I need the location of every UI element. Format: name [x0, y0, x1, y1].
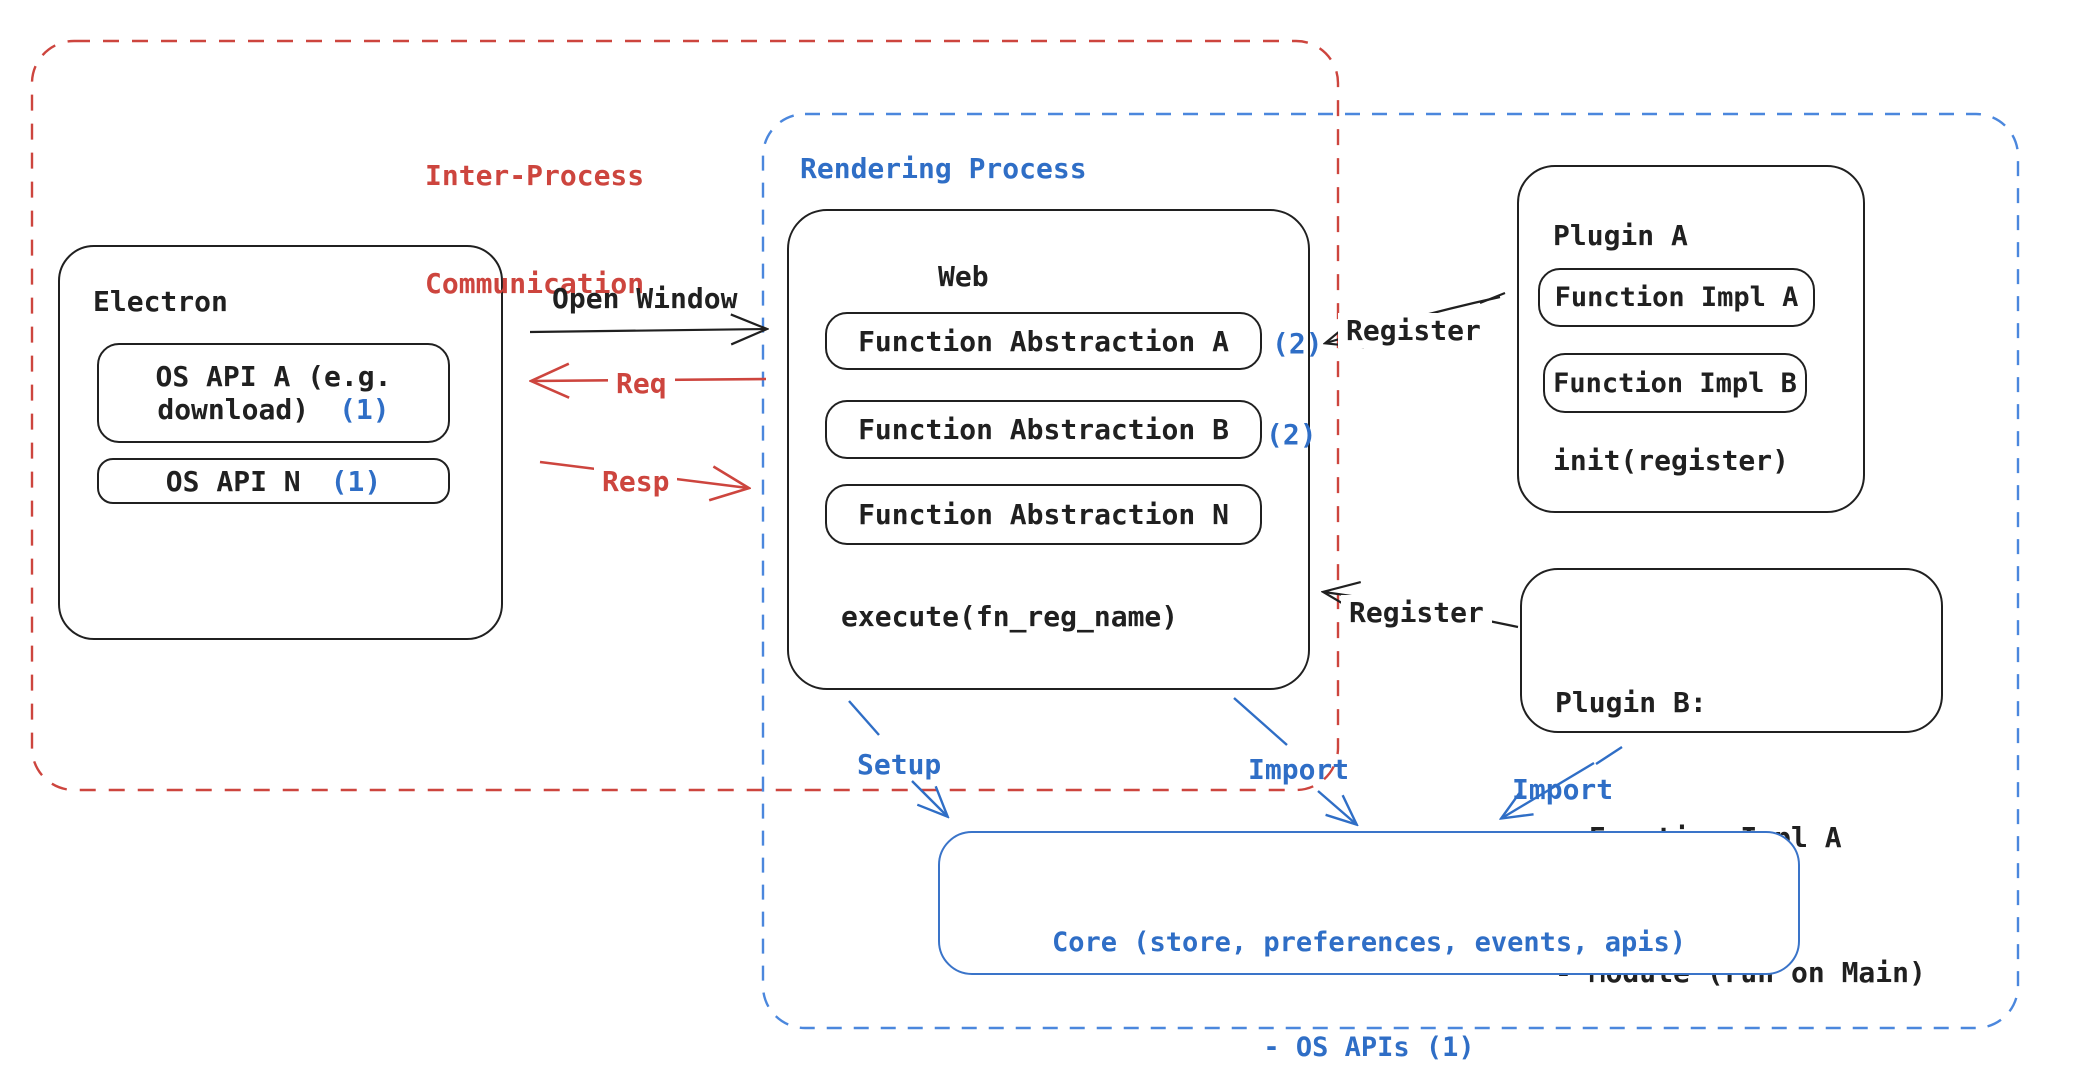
- os-api-a-text: OS API A (e.g.: [155, 360, 392, 393]
- function-abstraction-a-text: Function Abstraction A: [858, 324, 1229, 358]
- execute-label: execute(fn_reg_name): [841, 600, 1179, 633]
- import-web-label: Import: [1248, 753, 1350, 786]
- electron-title: Electron: [93, 285, 228, 318]
- os-api-a-box: OS API A (e.g. download) (1): [97, 343, 450, 443]
- os-api-a-number-badge: (1): [339, 393, 390, 426]
- resp-label: Resp: [594, 464, 678, 499]
- setup-arrow: [911, 780, 947, 816]
- rendering-process-title: Rendering Process: [800, 152, 1087, 185]
- os-api-a-line1: OS API A (e.g.: [155, 360, 391, 393]
- function-abstraction-n-text: Function Abstraction N: [858, 498, 1229, 531]
- os-api-a-line2: download) (1): [157, 393, 389, 426]
- function-impl-a-box: Function Impl A: [1538, 268, 1815, 327]
- function-abstraction-b-text: Function Abstraction B: [858, 413, 1229, 446]
- function-abstraction-n-box: Function Abstraction N: [825, 484, 1262, 545]
- import-web-line: [1233, 697, 1288, 746]
- register-plugin-a-label: Register: [1338, 313, 1489, 348]
- ipc-title-line1: Inter-Process: [425, 159, 645, 192]
- core-line2: - OS APIs (1): [1263, 1032, 1475, 1063]
- init-register-label: init(register): [1553, 444, 1790, 477]
- os-api-n-box: OS API N (1): [97, 458, 450, 504]
- os-api-a-text2: download): [157, 393, 310, 426]
- core-line1: Core (store, preferences, events, apis): [1052, 927, 1686, 958]
- import-plugin-b-label: Import: [1512, 773, 1614, 806]
- os-api-n-text: OS API N: [165, 464, 301, 498]
- plugin-a-title: Plugin A: [1553, 219, 1688, 252]
- function-abstraction-b-box: Function Abstraction B: [825, 400, 1262, 459]
- function-impl-a-text: Function Impl A: [1554, 282, 1799, 313]
- function-impl-b-box: Function Impl B: [1543, 353, 1807, 413]
- import-web-arrow: [1317, 790, 1356, 824]
- function-abstraction-a-box: Function Abstraction A: [825, 312, 1262, 370]
- req-label: Req: [608, 366, 675, 401]
- os-api-n-line: OS API N (1): [166, 465, 381, 498]
- register-plugin-b-label: Register: [1341, 595, 1492, 630]
- register-plugin-a-tick: [1479, 291, 1506, 305]
- setup-label: Setup: [857, 748, 942, 781]
- os-api-n-number-badge: (1): [330, 464, 382, 498]
- core-text: Core (store, preferences, events, apis) …: [938, 855, 1800, 1066]
- function-abstraction-a-number-badge: (2): [1272, 327, 1323, 360]
- plugin-b-box: Plugin B: - Function Impl A - Module (ru…: [1520, 568, 1943, 989]
- open-window-label: Open Window: [552, 282, 738, 315]
- plugin-b-title: Plugin B:: [1555, 686, 1707, 719]
- ipc-title: Inter-Process Communication: [425, 86, 644, 374]
- web-title: Web: [938, 260, 989, 293]
- function-abstraction-b-number-badge: (2): [1266, 418, 1317, 451]
- setup-line: [848, 700, 880, 736]
- function-impl-b-text: Function Impl B: [1553, 367, 1797, 399]
